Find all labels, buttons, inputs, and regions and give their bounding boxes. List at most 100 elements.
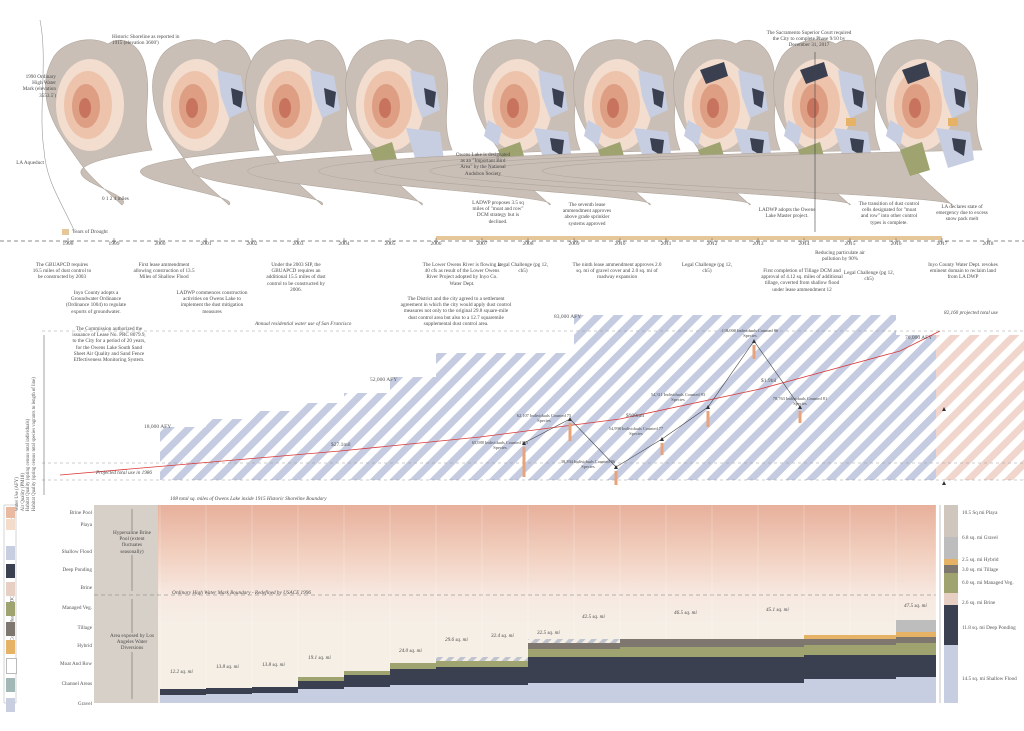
deep-ponding-south — [952, 138, 966, 156]
la-aqueduct-label: LA Aqueduct — [16, 160, 44, 166]
dcm-segment — [712, 639, 758, 647]
air-label-3: $1.9bil — [761, 378, 777, 384]
deep-ponding-north — [800, 62, 828, 84]
year-label: 2000 — [154, 241, 166, 247]
dcm-segment — [574, 657, 620, 683]
afy-83000: 83,000 AFY — [554, 314, 582, 320]
event-ladwp-construction: LADWP commences construction activities … — [176, 290, 248, 315]
aqueduct-line — [39, 19, 75, 231]
species-bar — [798, 411, 802, 423]
year-label: 1998 — [62, 241, 74, 247]
dcm-segment — [390, 685, 436, 703]
area-label: 13.8 sq. mi — [262, 662, 285, 668]
dcm-segment — [896, 620, 936, 632]
dcm-segment — [482, 661, 528, 667]
legend-label: Brine Pool — [69, 510, 92, 516]
brine-pool-core — [79, 98, 91, 118]
scale-bar: 0 1 2 4 miles — [102, 196, 129, 202]
deep-ponding-south — [650, 138, 664, 156]
brine-pool-note: Hypersaline Brine Pool (extent fluctuate… — [110, 530, 154, 555]
dcm-segment — [482, 657, 528, 661]
event-inyo-ordinance: Inyo County adopts a Groundwater Ordinan… — [65, 290, 127, 315]
shallow-flood-west — [684, 120, 702, 146]
shallow-flood-west — [784, 120, 802, 146]
legend-swatch — [6, 640, 15, 654]
dcm-segment — [436, 661, 482, 667]
habitat-2017-marker — [942, 407, 946, 411]
dcm-segment — [758, 647, 804, 657]
dcm-segment — [804, 679, 850, 703]
brine-pool-core — [607, 98, 619, 118]
legend-label: Gravel — [77, 701, 92, 707]
projected-1986-label: Projected total use in 1986 — [96, 470, 152, 476]
ohwm-boundary-label: Ordinary High Water Mark Boundary - Rede… — [172, 590, 311, 596]
drought-legend-swatch — [62, 229, 69, 235]
area-label: 45.1 sq. mi — [766, 607, 789, 613]
deep-ponding-area — [552, 88, 564, 108]
dcm-segment — [712, 683, 758, 703]
year-label: 2004 — [338, 241, 350, 247]
legend-swatch — [6, 658, 17, 674]
right-scale-label: 6.0 sq. mi Managed Veg. — [962, 580, 1014, 586]
event-commission-lease: The Commission authorized the issuance o… — [72, 326, 146, 364]
dcm-segment — [896, 677, 936, 703]
afy-52000: 52,000 AFY — [370, 377, 398, 383]
dcm-segment — [344, 675, 390, 687]
year-label: 2015 — [844, 241, 856, 247]
dcm-segment — [620, 639, 666, 647]
deep-ponding-area — [324, 88, 336, 108]
dcm-segment — [804, 645, 850, 655]
dcm-segment — [528, 649, 574, 657]
dcm-segment — [666, 639, 712, 647]
habitat-marker — [752, 339, 756, 343]
legend-label: Brine — [80, 585, 92, 591]
legend-label: Tillage — [77, 625, 92, 631]
right-scale-label: 10.5 Sq mi Playa — [962, 510, 998, 516]
dcm-segment — [298, 689, 344, 703]
deep-ponding-area — [752, 88, 764, 108]
shallow-flood-west — [484, 120, 502, 146]
area-label: 12.2 sq. mi — [170, 669, 193, 675]
dcm-segment — [344, 671, 390, 675]
area-label: 46.5 sq. mi — [674, 610, 697, 616]
habitat-marker — [660, 437, 664, 441]
legend-swatch — [6, 507, 15, 518]
afy-18000: 18,000 AFY — [144, 424, 172, 430]
dcm-segment — [666, 683, 712, 703]
dcm-segment — [390, 663, 436, 669]
deep-ponding-area — [652, 88, 664, 108]
dcm-segment — [574, 683, 620, 703]
year-label: 2013 — [752, 241, 764, 247]
dcm-segment — [712, 657, 758, 683]
legend-swatch — [6, 546, 15, 560]
legend-swatch — [6, 602, 15, 616]
projected-area — [936, 335, 1024, 480]
axis-habitat-species: Habitat Quality (spring census total spe… — [31, 377, 37, 512]
shallow-flood-west — [584, 120, 602, 146]
deep-ponding-south — [750, 138, 764, 156]
brine-pool-core — [807, 98, 819, 118]
brine-pool-core — [279, 98, 291, 118]
event-master-project: LADWP adopts the Owens Lake Master proje… — [758, 207, 816, 220]
right-scale-segment — [944, 593, 958, 605]
event-transition-complete: The transition of dust control cells des… — [858, 201, 920, 226]
habitat-2012: 54,311 Individuals Counted 93 Species — [650, 392, 706, 402]
dcm-segment — [666, 647, 712, 657]
dcm-segment — [574, 649, 620, 657]
dcm-segment — [206, 694, 252, 703]
event-gbuapcd-2003: The GBUAPCD requires 16.5 miles of dust … — [32, 262, 92, 281]
right-scale-label: 6.8 sq. mi Gravel — [962, 535, 998, 541]
legend-swatch — [6, 698, 15, 712]
event-first-lease: First lease ammendment allowing construc… — [133, 262, 195, 281]
legend-swatch — [6, 564, 15, 578]
area-label: 32.4 sq. mi — [491, 633, 514, 639]
deep-ponding-area — [954, 88, 966, 108]
habitat-marker — [798, 405, 802, 409]
lake-map-2 — [140, 39, 260, 206]
dcm-segment — [574, 643, 620, 649]
deep-ponding-area — [852, 88, 864, 108]
right-scale-segment — [944, 559, 958, 565]
event-ibd: Owens Lake is designated as an "Importan… — [455, 152, 511, 177]
dcm-segment — [850, 645, 896, 655]
year-label: 2011 — [660, 241, 672, 247]
